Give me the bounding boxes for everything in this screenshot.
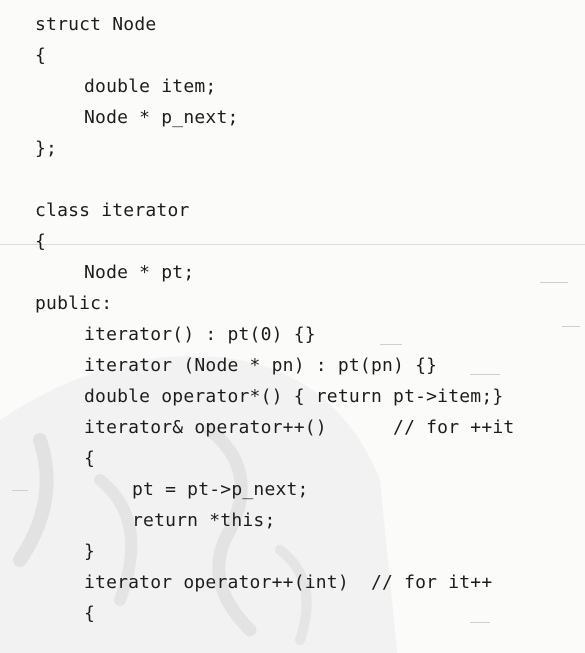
code-listing: struct Node { double item; Node * p_next… bbox=[35, 9, 514, 629]
code-line: Node * p_next; bbox=[84, 107, 239, 128]
page-fold-line bbox=[0, 244, 585, 245]
code-line: iterator operator++(int) // for it++ bbox=[84, 572, 493, 593]
code-line: { bbox=[84, 448, 96, 469]
code-line: return *this; bbox=[132, 510, 276, 531]
scan-mark bbox=[540, 282, 568, 283]
code-line: }; bbox=[35, 138, 58, 159]
code-line: class iterator bbox=[35, 200, 190, 221]
code-line: { bbox=[35, 231, 47, 252]
scan-mark bbox=[470, 374, 500, 375]
code-line: double item; bbox=[84, 76, 217, 97]
code-line: } bbox=[84, 541, 96, 562]
scan-mark bbox=[470, 622, 490, 623]
code-line-blank bbox=[35, 164, 514, 195]
scan-mark bbox=[380, 344, 402, 345]
code-line: struct Node bbox=[35, 14, 157, 35]
scan-mark bbox=[562, 326, 580, 327]
code-line: iterator& operator++() // for ++it bbox=[84, 417, 515, 438]
code-line: iterator (Node * pn) : pt(pn) {} bbox=[84, 355, 438, 376]
code-line: iterator() : pt(0) {} bbox=[84, 324, 316, 345]
code-line: { bbox=[35, 45, 47, 66]
scan-mark bbox=[12, 490, 28, 491]
code-line: Node * pt; bbox=[84, 262, 195, 283]
code-line: double operator*() { return pt->item;} bbox=[84, 386, 504, 407]
code-line: public: bbox=[35, 293, 113, 314]
code-line: { bbox=[84, 603, 96, 624]
code-line: pt = pt->p_next; bbox=[132, 479, 309, 500]
